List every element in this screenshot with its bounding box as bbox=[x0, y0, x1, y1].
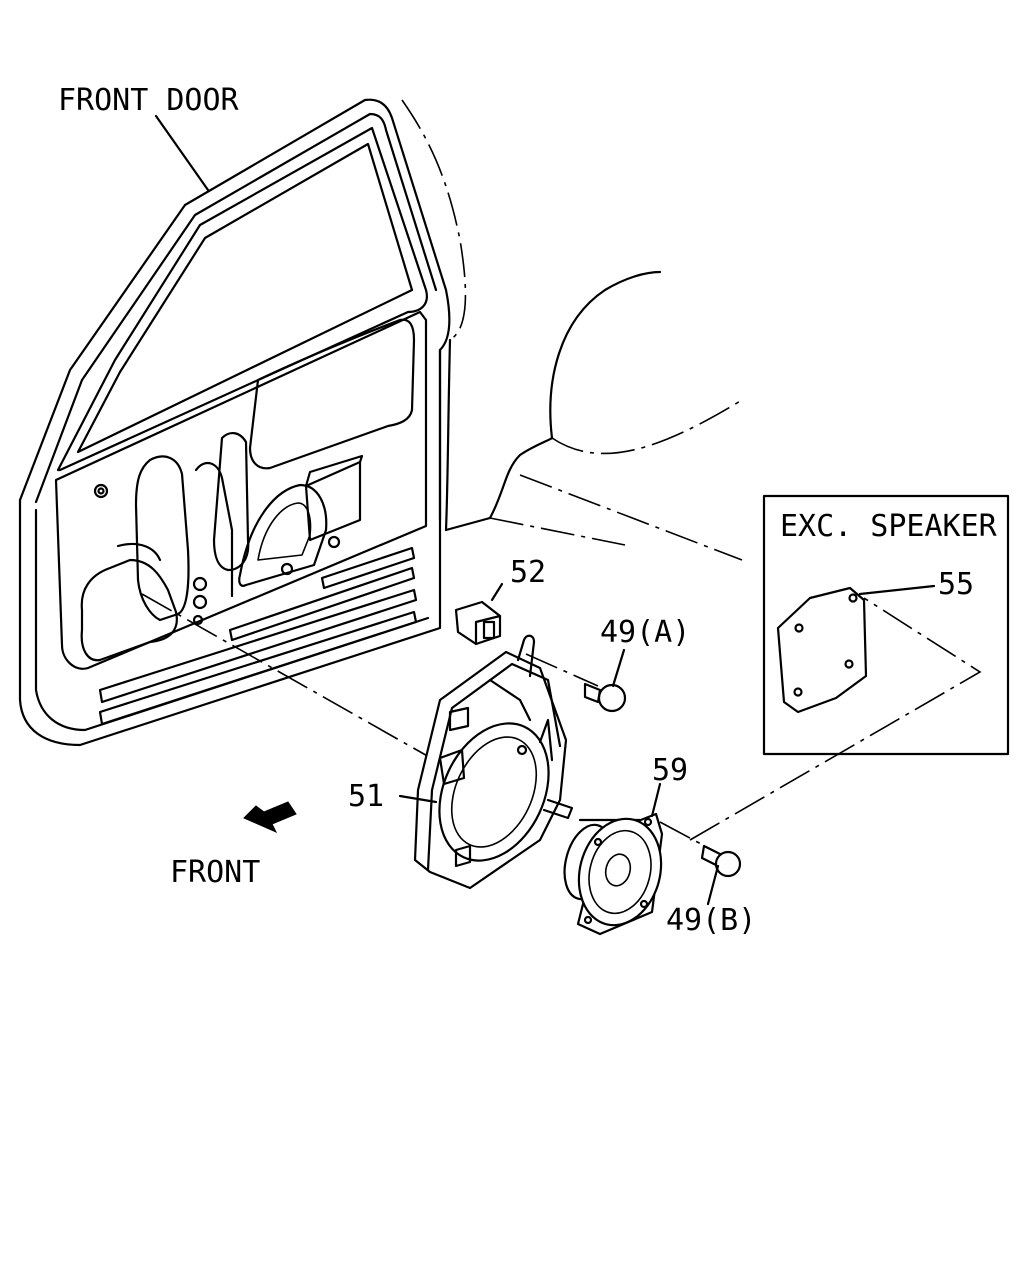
exc-speaker-box bbox=[762, 494, 1010, 756]
label-part-49b: 49(B) bbox=[666, 903, 756, 938]
leader-line-exc bbox=[689, 597, 982, 841]
label-part-55: 55 bbox=[938, 567, 974, 602]
front-door-leader bbox=[154, 114, 210, 192]
part-59-speaker bbox=[563, 782, 664, 936]
label-exc-speaker: EXC. SPEAKER bbox=[780, 509, 998, 544]
front-arrow-icon bbox=[243, 801, 297, 834]
car-body bbox=[401, 99, 743, 561]
front-door bbox=[18, 98, 451, 763]
part-49a-screw bbox=[525, 648, 627, 713]
label-part-52: 52 bbox=[510, 555, 546, 590]
part-52-clip bbox=[454, 582, 504, 646]
part-51-bracket bbox=[398, 634, 574, 890]
label-front-door: FRONT DOOR bbox=[58, 83, 240, 118]
label-part-49a: 49(A) bbox=[600, 615, 690, 650]
label-part-51: 51 bbox=[348, 779, 384, 814]
label-front: FRONT bbox=[170, 855, 260, 890]
label-part-59: 59 bbox=[652, 753, 688, 788]
part-49b-screw bbox=[659, 821, 742, 906]
